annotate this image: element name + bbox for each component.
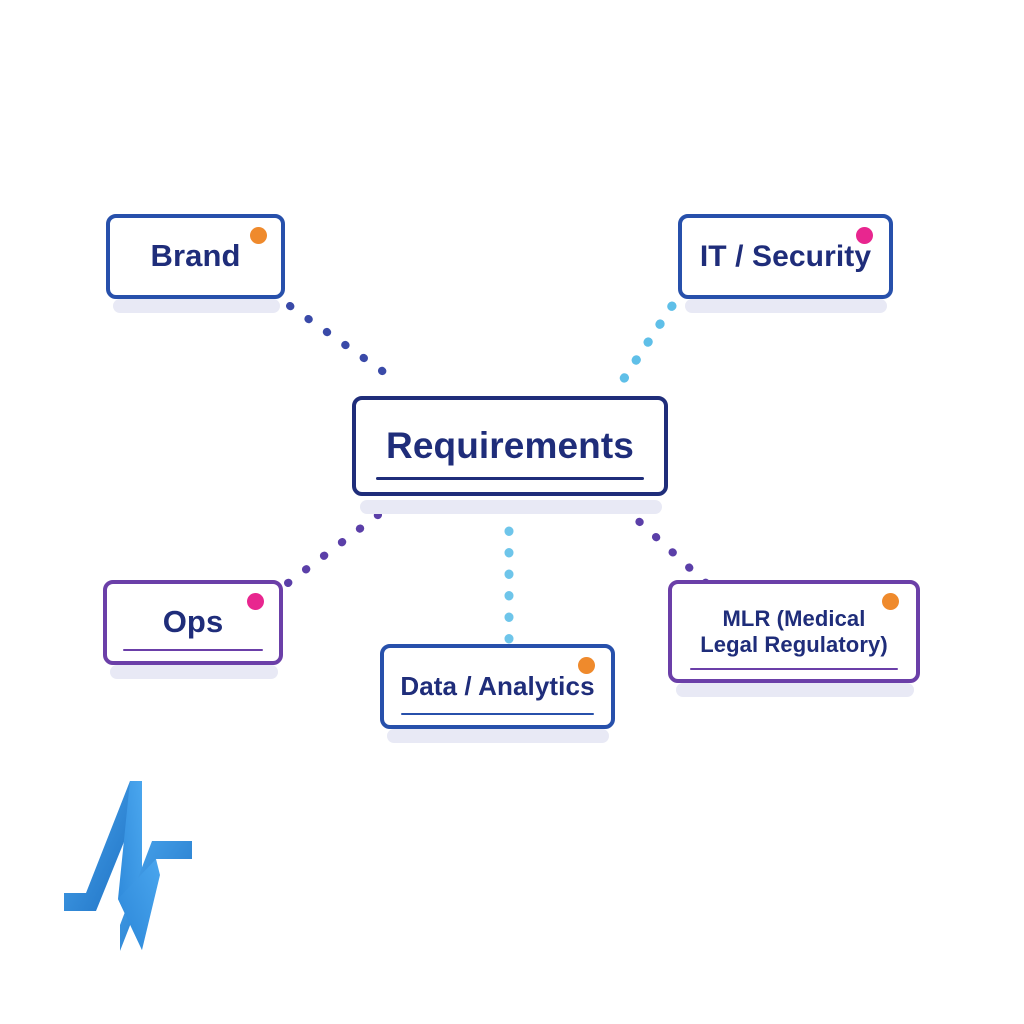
status-dot-icon-brand <box>250 227 267 244</box>
node-shadow-data-analytics <box>387 729 609 743</box>
node-shadow-requirements <box>360 500 662 514</box>
node-underline-requirements <box>376 477 644 480</box>
node-label-ops: Ops <box>162 604 224 640</box>
node-shadow-mlr <box>676 683 914 697</box>
node-underline-ops <box>123 649 263 651</box>
connector-brand-to-requirements <box>286 302 399 384</box>
node-underline-mlr <box>690 668 898 670</box>
node-mlr[interactable]: MLR (Medical Legal Regulatory) <box>668 580 920 683</box>
node-ops[interactable]: Ops <box>103 580 283 665</box>
node-label-it-security: IT / Security <box>699 239 872 273</box>
node-requirements[interactable]: Requirements <box>352 396 668 496</box>
node-label-brand: Brand <box>150 238 241 274</box>
connector-ops-to-requirements <box>284 511 382 587</box>
node-label-data-analytics: Data / Analytics <box>400 671 595 702</box>
node-underline-data-analytics <box>401 713 594 715</box>
node-label-requirements: Requirements <box>386 425 634 467</box>
node-brand[interactable]: Brand <box>106 214 285 299</box>
connector-mlr-to-requirements <box>628 511 710 587</box>
node-it-security[interactable]: IT / Security <box>678 214 893 299</box>
status-dot-icon-mlr <box>882 593 899 610</box>
node-label-mlr: MLR (Medical Legal Regulatory) <box>700 605 888 657</box>
pulse-wave-logo <box>64 781 192 951</box>
status-dot-icon-ops <box>247 593 264 610</box>
connector-it-security-to-requirements <box>618 301 677 385</box>
status-dot-icon-data-analytics <box>578 657 595 674</box>
node-shadow-brand <box>113 299 280 313</box>
status-dot-icon-it-security <box>856 227 873 244</box>
node-shadow-it-security <box>685 299 887 313</box>
node-shadow-ops <box>110 665 278 679</box>
node-data-analytics[interactable]: Data / Analytics <box>380 644 615 729</box>
